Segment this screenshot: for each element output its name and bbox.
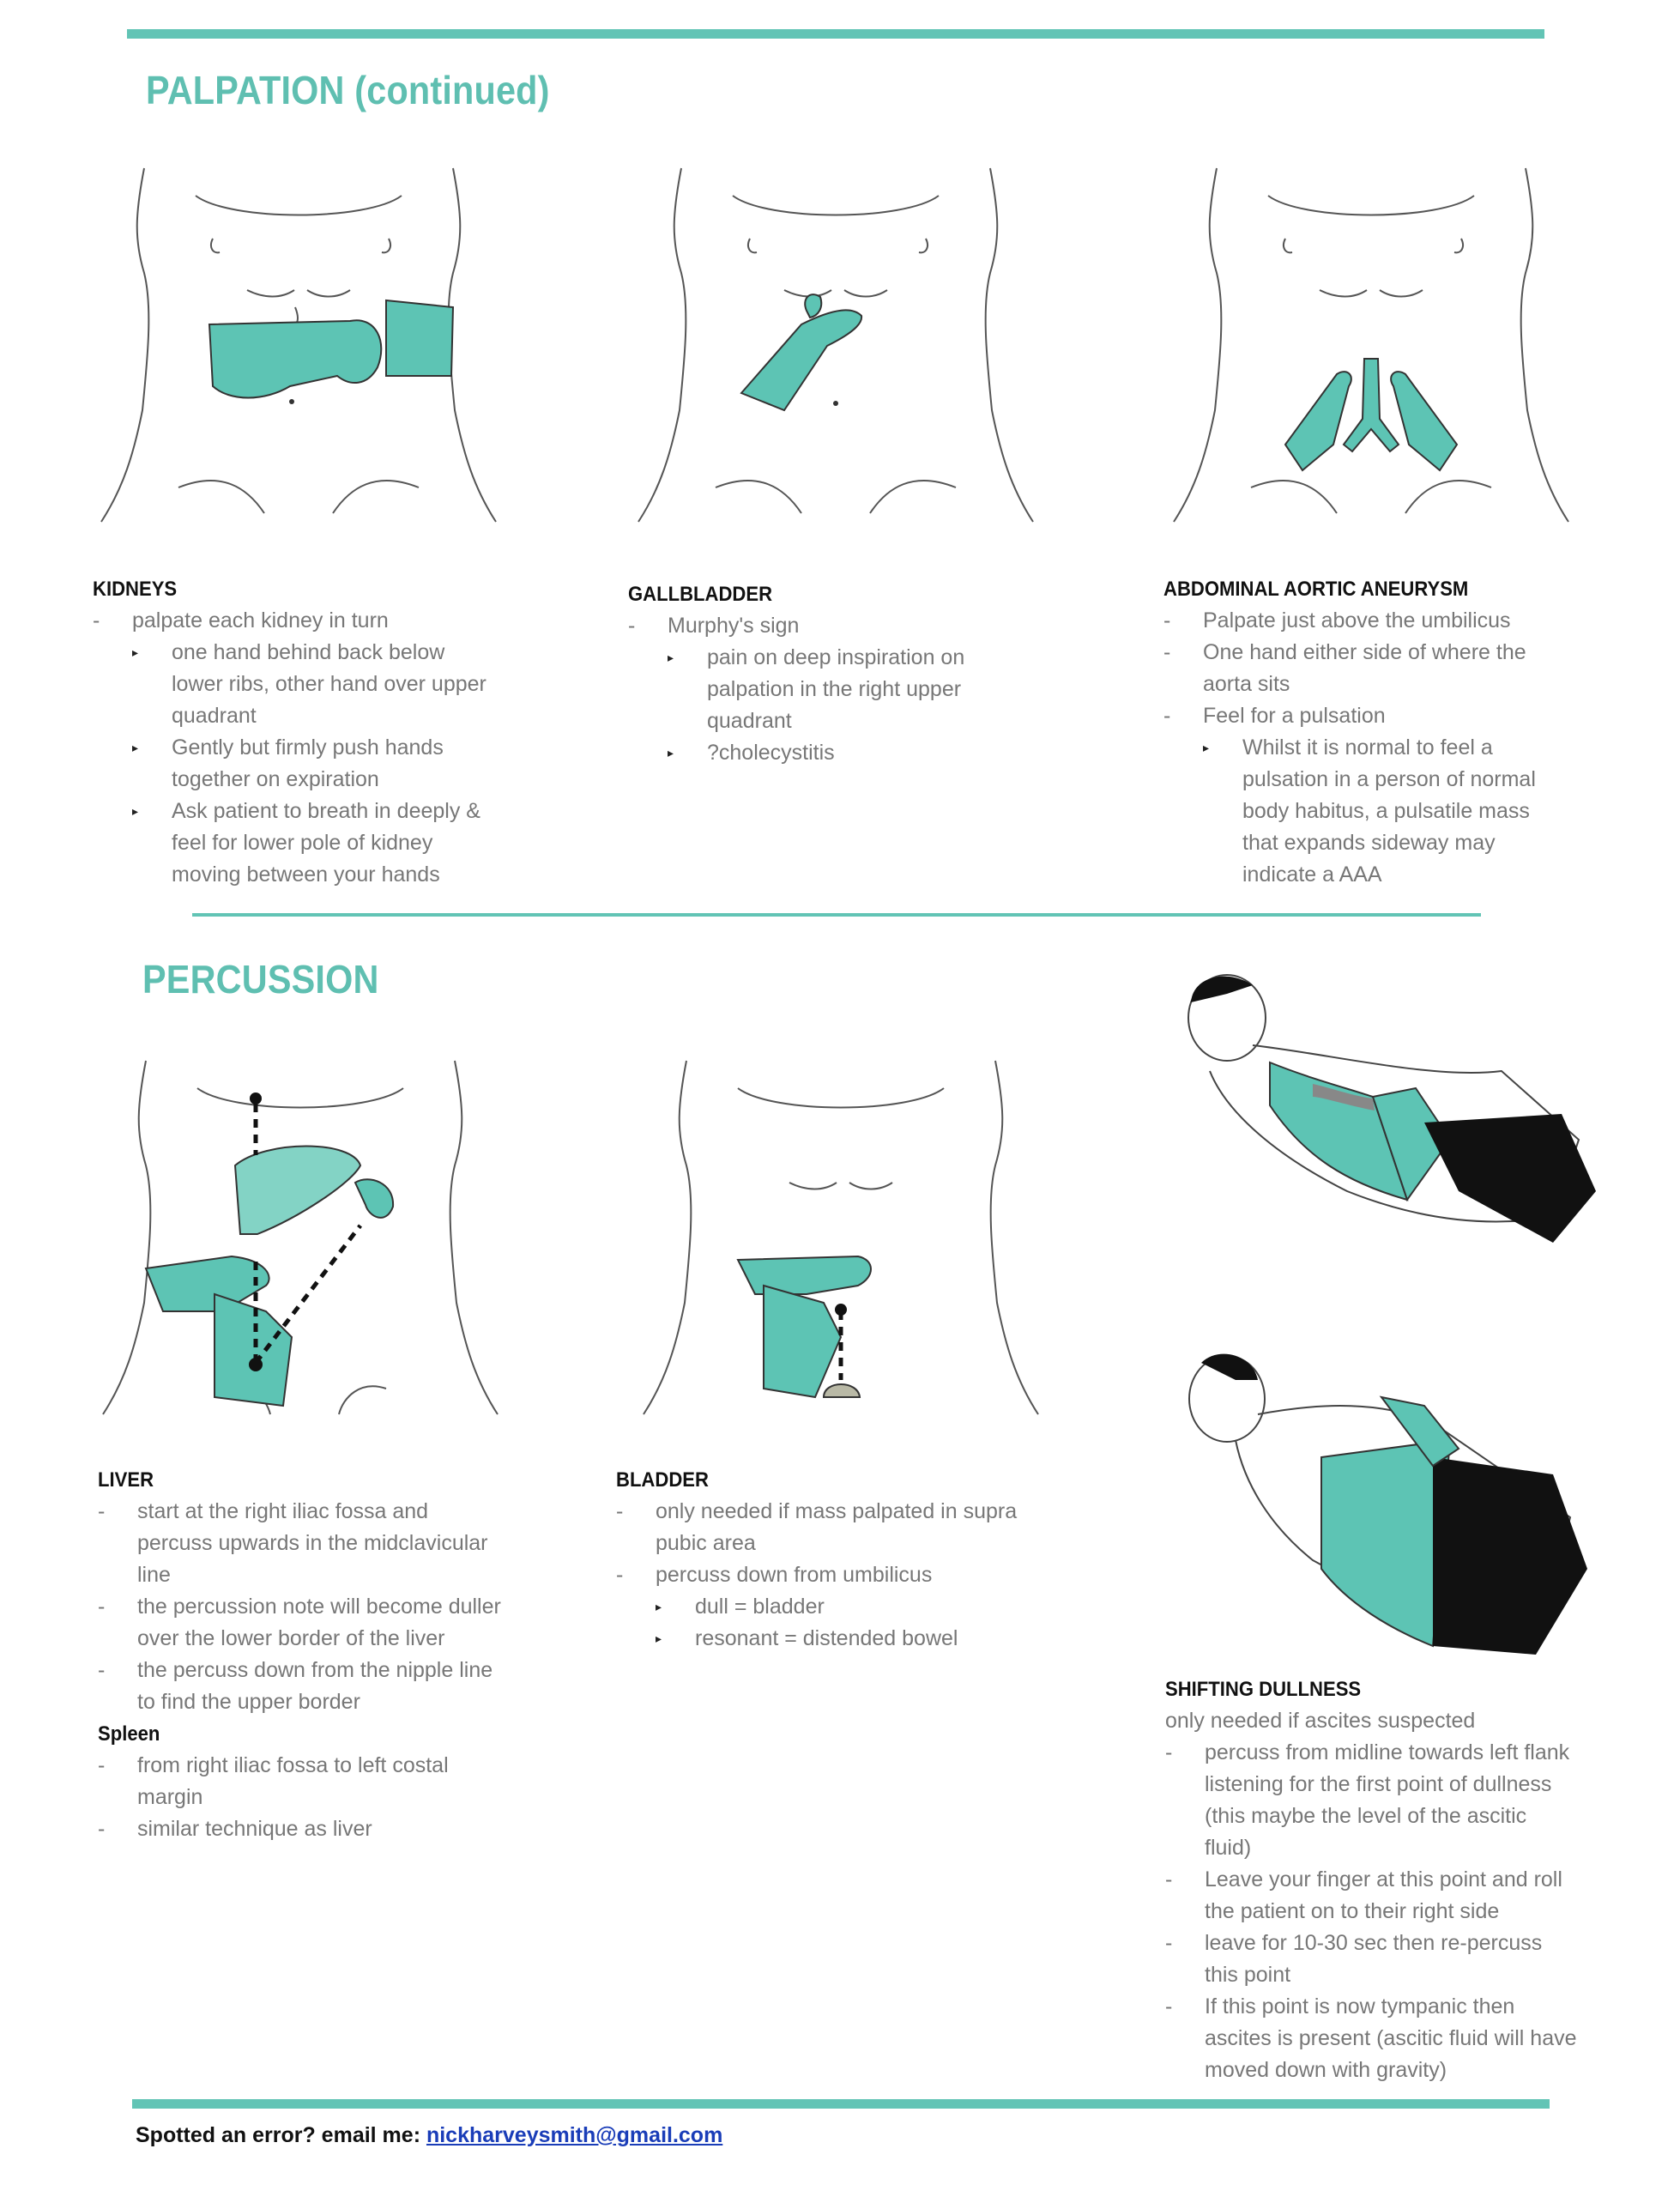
email-link[interactable]: nickharveysmith@gmail.com	[426, 2123, 723, 2147]
shifting-dullness-intro: only needed if ascites suspected	[1165, 1709, 1476, 1733]
aaa-block: ABDOMINAL AORTIC ANEURYSM Palpate just a…	[1163, 573, 1567, 891]
spleen-heading: Spleen	[98, 1722, 160, 1746]
gallbladder-illustration	[630, 161, 1042, 530]
list-item: ?cholecystitis	[628, 737, 997, 769]
palpation-title: PALPATION (continued)	[146, 68, 550, 112]
patient-lateral-figure	[1188, 1353, 1587, 1655]
list-item: only needed if mass palpated in supra pu…	[616, 1496, 1028, 1559]
list-item: Whilst it is normal to feel a pulsation …	[1163, 732, 1567, 891]
list-item: Murphy's sign	[628, 610, 997, 642]
list-item: resonant = distended bowel	[616, 1623, 1028, 1655]
gallbladder-block: GALLBLADDER Murphy's sign pain on deep i…	[628, 578, 997, 769]
bladder-percussion-figure	[643, 1060, 1039, 1415]
list-item: Feel for a pulsation	[1163, 700, 1567, 732]
list-item: from right iliac fossa to left costal ma…	[98, 1750, 501, 1813]
list-item: percuss from midline towards left flank …	[1165, 1737, 1577, 1864]
bladder-illustration	[635, 1054, 1047, 1423]
shifting-dullness-supine-illustration	[1175, 968, 1596, 1311]
footer: Spotted an error? email me: nickharveysm…	[136, 2123, 722, 2148]
list-item: palpate each kidney in turn	[93, 605, 496, 637]
shifting-dullness-heading: SHIFTING DULLNESS	[1165, 1678, 1362, 1701]
kidneys-illustration	[93, 161, 505, 530]
list-item: pain on deep inspiration on palpation in…	[628, 642, 997, 737]
liver-percussion-figure	[102, 1060, 499, 1415]
gallbladder-heading: GALLBLADDER	[628, 583, 773, 606]
kidney-palpation-figure	[100, 167, 497, 523]
shifting-dullness-lateral-illustration	[1175, 1346, 1596, 1672]
patient-supine-figure	[1187, 974, 1596, 1243]
list-item: leave for 10-30 sec then re-percuss this…	[1165, 1928, 1577, 1991]
liver-block: LIVER start at the right iliac fossa and…	[98, 1464, 501, 1845]
bladder-heading: BLADDER	[616, 1468, 709, 1492]
list-item: Leave your finger at this point and roll…	[1165, 1864, 1577, 1928]
aaa-palpation-figure	[1173, 167, 1569, 523]
kidneys-heading: KIDNEYS	[93, 578, 178, 601]
bladder-block: BLADDER only needed if mass palpated in …	[616, 1464, 1028, 1655]
kidneys-block: KIDNEYS palpate each kidney in turn one …	[93, 573, 496, 891]
bottom-rule	[132, 2099, 1550, 2109]
list-item: Ask patient to breath in deeply & feel f…	[93, 796, 496, 891]
list-item: the percussion note will become duller o…	[98, 1591, 501, 1655]
list-item: one hand behind back below lower ribs, o…	[93, 637, 496, 732]
shifting-dullness-block: SHIFTING DULLNESS only needed if ascites…	[1165, 1673, 1577, 2086]
list-item: One hand either side of where the aorta …	[1163, 637, 1567, 700]
liver-illustration	[94, 1054, 506, 1423]
list-item: similar technique as liver	[98, 1813, 501, 1845]
list-item: start at the right iliac fossa and percu…	[98, 1496, 501, 1591]
gallbladder-palpation-figure	[638, 167, 1034, 523]
top-rule	[127, 29, 1544, 39]
list-item: percuss down from umbilicus	[616, 1559, 1028, 1591]
aaa-heading: ABDOMINAL AORTIC ANEURYSM	[1163, 578, 1469, 601]
liver-heading: LIVER	[98, 1468, 154, 1492]
footer-text: Spotted an error? email me:	[136, 2123, 426, 2147]
list-item: If this point is now tympanic then ascit…	[1165, 1991, 1577, 2086]
list-item: dull = bladder	[616, 1591, 1028, 1623]
list-item: Palpate just above the umbilicus	[1163, 605, 1567, 637]
list-item: the percuss down from the nipple line to…	[98, 1655, 501, 1718]
percussion-title: PERCUSSION	[142, 957, 379, 1002]
mid-rule	[192, 913, 1481, 917]
aaa-illustration	[1165, 161, 1577, 530]
list-item: Gently but firmly push hands together on…	[93, 732, 496, 796]
